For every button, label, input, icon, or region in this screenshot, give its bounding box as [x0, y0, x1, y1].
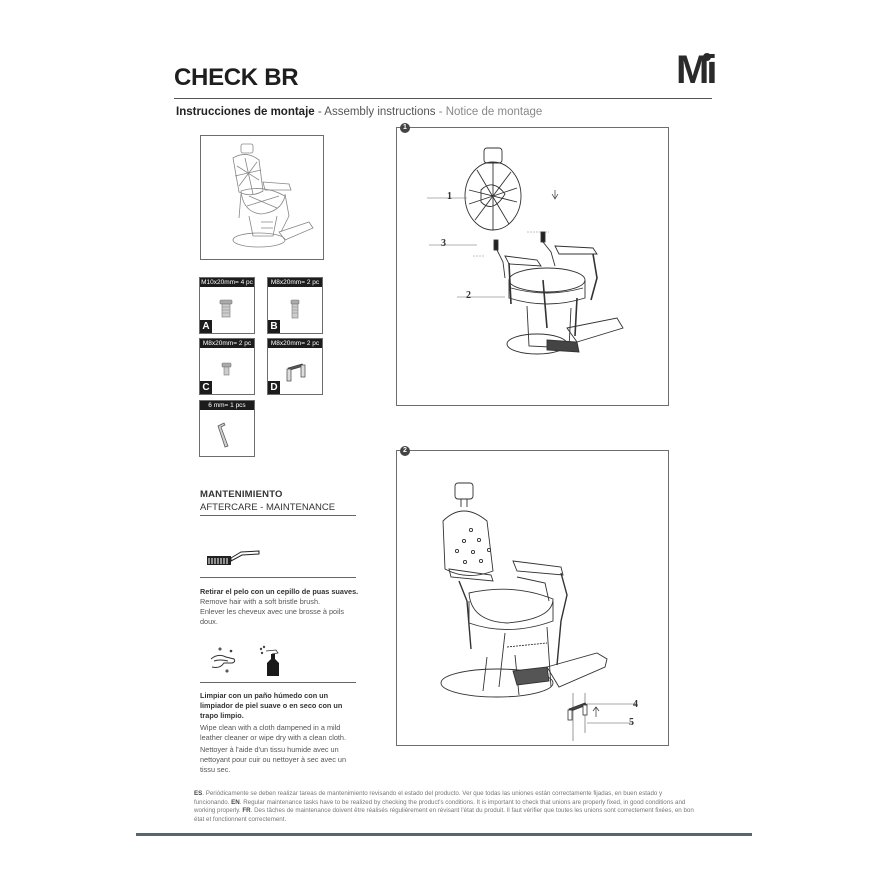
callout-4: 4	[633, 699, 638, 710]
divider	[200, 515, 356, 516]
step-1-panel: 1 1 2 3	[396, 123, 669, 406]
callout-3: 3	[441, 238, 446, 249]
clean-text-es: Limpiar con un paño húmedo con un limpia…	[200, 691, 343, 720]
wipe-hand-icon	[210, 647, 236, 673]
footer-text-es: . Periódicamente se deben realizar tarea…	[194, 790, 663, 806]
subtitle-en: Assembly instructions	[324, 106, 436, 118]
brush-instructions: Retirar el pelo con un cepillo de puas s…	[200, 587, 360, 627]
callout-5: 5	[629, 717, 634, 728]
part-b-label: M8x20mm= 2 pc	[268, 278, 322, 287]
part-c-label: M8x20mm= 2 pc	[200, 339, 254, 348]
part-a-letter: A	[200, 320, 212, 333]
callout-2: 2	[466, 290, 471, 301]
part-a-label: M10x20mm= 4 pc	[200, 278, 254, 287]
part-b: M8x20mm= 2 pc B	[267, 277, 323, 334]
part-allen-key-label: 6 mm= 1 pcs	[200, 401, 254, 410]
allen-key-icon	[217, 422, 229, 448]
chair-assembly-diagram-2	[440, 482, 637, 741]
footer-text-fr: . Des tâches de maintenance doivent être…	[194, 807, 694, 823]
brush-text-es: Retirar el pelo con un cepillo de puas s…	[200, 587, 359, 596]
part-c: M8x20mm= 2 pc C	[199, 338, 255, 395]
part-c-letter: C	[200, 381, 212, 394]
header-divider	[174, 98, 712, 99]
divider	[200, 577, 356, 578]
clean-instructions: Limpiar con un paño húmedo con un limpia…	[200, 691, 360, 775]
document-title: CHECK BR	[174, 64, 299, 91]
chair-overview-image	[200, 135, 324, 260]
part-d-letter: D	[268, 381, 280, 394]
short-screw-icon	[221, 362, 232, 376]
step-2-badge: 2	[400, 446, 410, 456]
spray-bottle-icon	[259, 645, 279, 676]
document-subtitle: Instrucciones de montaje - Assembly inst…	[176, 106, 543, 118]
logo-dot	[703, 53, 711, 61]
part-b-letter: B	[268, 320, 280, 333]
subtitle-es: Instrucciones de montaje	[176, 106, 315, 118]
step-1-badge: 1	[400, 123, 410, 133]
chair-assembly-diagram-1	[427, 147, 624, 355]
part-a: M10x20mm= 4 pc A	[199, 277, 255, 334]
part-allen-key: 6 mm= 1 pcs	[199, 400, 255, 457]
barber-chair-icon	[232, 143, 314, 248]
callout-1: 1	[447, 191, 452, 202]
part-d: M8x20mm= 2 pc D	[267, 338, 323, 395]
bracket-icon	[286, 363, 306, 382]
footer-maintenance-note: ES. Periódicamente se deben realizar tar…	[194, 790, 694, 823]
screw-icon	[290, 299, 300, 319]
step-2-panel: 2 4	[396, 446, 669, 746]
brush-icon	[207, 550, 260, 565]
footer-bar	[136, 833, 752, 836]
brush-text-en: Remove hair with a soft bristle brush.	[200, 597, 321, 606]
maintenance-subheading: AFTERCARE - MAINTENANCE	[200, 502, 336, 513]
subtitle-fr: Notice de montage	[445, 106, 543, 118]
brush-text-fr: Enlever les cheveux avec une brosse à po…	[200, 607, 344, 626]
clean-text-en: Wipe clean with a cloth dampened in a mi…	[200, 723, 347, 742]
clean-text-fr: Nettoyer à l'aide d'un tissu humide avec…	[200, 745, 347, 774]
footer-text-en: . Regular maintenance tasks have to be r…	[194, 798, 686, 815]
part-d-label: M8x20mm= 2 pc	[268, 339, 322, 348]
divider	[200, 682, 356, 683]
maintenance-heading: MANTENIMIENTO	[200, 489, 283, 500]
screw-icon	[219, 299, 233, 318]
